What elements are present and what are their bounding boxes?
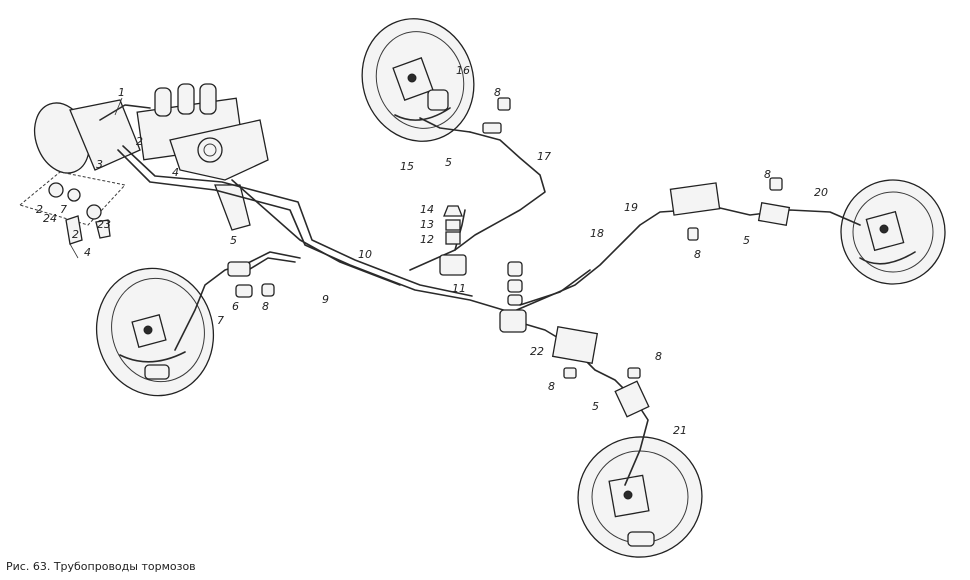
fitting-14	[443, 205, 463, 217]
callout-9: 9	[322, 293, 329, 306]
callout-22: 22	[530, 345, 544, 358]
callout-8-bottom-b: 8	[548, 380, 555, 393]
brake-drum-front-left	[95, 267, 215, 397]
callout-20: 20	[814, 186, 828, 199]
callout-2: 2	[136, 135, 143, 148]
callout-15: 15	[400, 160, 414, 173]
brake-drum-bottom	[577, 436, 703, 558]
washer-12	[445, 231, 461, 245]
fitting-inset	[18, 171, 126, 259]
callout-4: 4	[172, 166, 179, 179]
callout-17: 17	[537, 150, 551, 163]
brake-lines	[99, 104, 861, 486]
callout-5-left: 5	[230, 234, 237, 247]
master-cylinder-assembly	[33, 83, 269, 231]
callout-4-inset: 4	[84, 246, 91, 259]
figure-caption: Рис. 63. Трубопроводы тормозов	[6, 560, 196, 573]
bracket-19	[669, 182, 721, 216]
callout-2-inset-b: 2	[72, 228, 79, 241]
callout-5-top: 5	[445, 156, 452, 169]
callout-11: 11	[452, 282, 466, 295]
callout-8-top: 8	[494, 86, 501, 99]
callout-10: 10	[358, 248, 372, 261]
callout-13: 13	[420, 218, 434, 231]
callout-12: 12	[420, 233, 434, 246]
callout-19: 19	[624, 201, 638, 214]
fittings	[227, 89, 791, 418]
callout-8-bottom-a: 8	[655, 350, 662, 363]
callout-8-right-b: 8	[764, 168, 771, 181]
bracket-22	[551, 326, 599, 364]
callout-18: 18	[590, 227, 604, 240]
callout-6: 6	[232, 300, 239, 313]
callout-1: 1	[118, 86, 125, 99]
callout-7-inset: 7	[60, 203, 67, 216]
callout-24: 24	[43, 212, 57, 225]
callout-labels: 1 2 3 4 2 24 7 2 4 23 5 6 8 7 9 10 11 12…	[36, 64, 828, 437]
callout-23: 23	[97, 218, 111, 231]
callout-8-right-a: 8	[694, 248, 701, 261]
callout-8-left: 8	[262, 300, 269, 313]
callout-3: 3	[96, 158, 103, 171]
tee-valve-11	[439, 254, 467, 276]
callout-2-inset: 2	[36, 203, 43, 216]
callout-5-bottom: 5	[592, 400, 599, 413]
brake-drum-rear-top	[361, 18, 475, 142]
callout-21: 21	[673, 424, 687, 437]
brake-drum-right	[840, 179, 946, 285]
callout-5-right: 5	[743, 234, 750, 247]
tee-fitting-center	[499, 309, 527, 333]
callout-7: 7	[217, 314, 224, 327]
callout-16: 16	[456, 64, 470, 77]
washer-13	[445, 219, 461, 231]
callout-14: 14	[420, 203, 434, 216]
